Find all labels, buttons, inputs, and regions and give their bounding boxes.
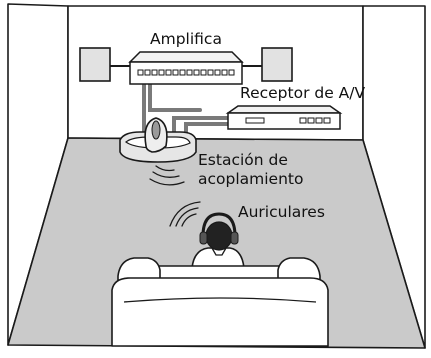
listener xyxy=(191,212,245,269)
headphone-signal-waves xyxy=(169,201,201,227)
headphones-left-cup xyxy=(199,231,208,245)
amp-to-receiver-cable xyxy=(148,83,202,112)
listener-head xyxy=(205,221,233,251)
amplifier-top xyxy=(128,51,244,63)
av-receiver-label: Receptor de A/V xyxy=(240,84,365,102)
amplifier-body xyxy=(129,61,243,85)
listener-neck xyxy=(211,247,227,256)
cables xyxy=(109,65,263,140)
sofa xyxy=(111,257,329,347)
listener-shoulders xyxy=(191,247,245,269)
dock-signal-waves xyxy=(149,165,185,186)
headphones-label: Auriculares xyxy=(238,203,325,221)
docking-station-label-line2: acoplamiento xyxy=(198,170,303,188)
receiver-display xyxy=(245,117,265,124)
sofa-seat xyxy=(111,277,329,347)
left-speaker xyxy=(79,47,111,82)
right-speaker xyxy=(261,47,293,82)
docking-station-label-line1: Estación de xyxy=(198,151,288,169)
amplifier-label: Amplifica xyxy=(150,30,222,48)
dock-earcup xyxy=(151,120,161,140)
av-receiver xyxy=(225,105,343,130)
receiver-buttons xyxy=(299,117,331,124)
receiver-to-dock-cable xyxy=(172,116,236,134)
headphones-right-cup xyxy=(230,231,239,245)
sofa-cushion-line xyxy=(123,297,317,303)
amplifier xyxy=(128,51,244,85)
receiver-body xyxy=(227,112,341,130)
headphones-band xyxy=(201,212,237,237)
amplifier-buttons xyxy=(137,69,235,76)
docking-station xyxy=(119,117,197,163)
receiver-top xyxy=(225,105,343,114)
